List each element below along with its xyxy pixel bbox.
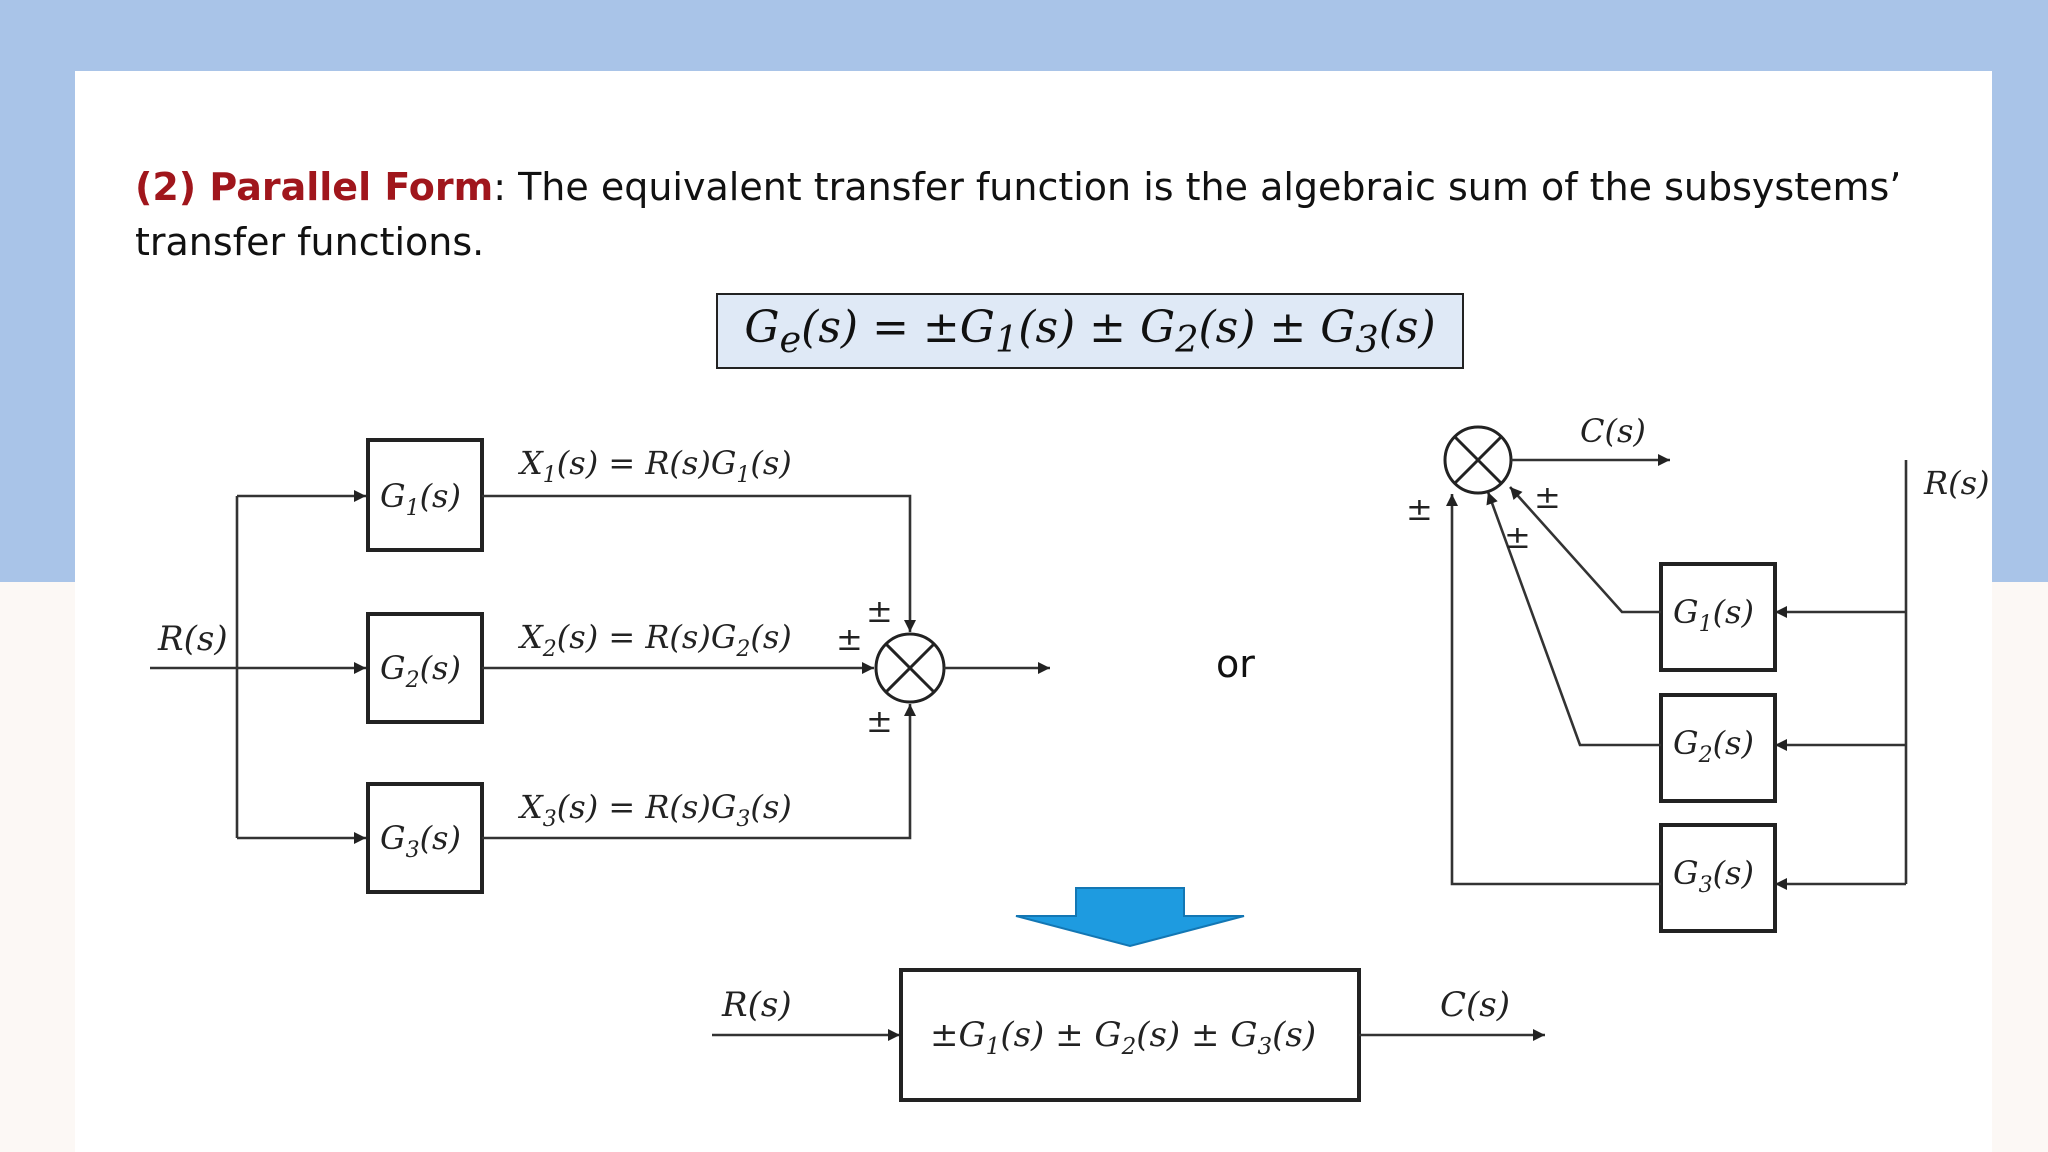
result-input-label: R(s) [721,985,792,1025]
branch-label-x1: X1(s) = R(s)G1(s) [517,444,792,488]
branch-label-x3: X3(s) = R(s)G3(s) [517,788,792,832]
right-sign-right: ± [1534,478,1561,516]
left-sign-bottom: ± [866,702,893,740]
right-block-g3-label: G3(s) [1673,854,1754,898]
intro-paragraph: (2) Parallel Form: The equivalent transf… [135,160,1965,270]
branch-label-x2: X2(s) = R(s)G2(s) [517,618,792,662]
right-block-g1-label: G1(s) [1673,593,1754,637]
right-sign-left: ± [1406,490,1433,528]
result-block [899,968,1361,1102]
left-block-g1 [366,438,484,552]
heading-body: : The equivalent transfer function is th… [135,165,1902,264]
left-sign-mid: ± [836,620,863,658]
x1-path [482,494,916,632]
right-g3-feed [1446,494,1661,886]
x3-path [482,704,916,840]
result-diagram: R(s) ±G1(s) ± G2(s) ± G3(s) C(s) [712,968,1545,1102]
left-block-g3-label: G3(s) [380,819,461,863]
right-block-g2 [1659,693,1777,803]
left-block-g2-label: G2(s) [380,649,461,693]
right-output-label: C(s) [1580,412,1646,450]
summing-junction-icon [874,632,946,704]
right-parallel-diagram: R(s) G1(s) G2(s) G3(s) ± ± ± C(s) [1406,412,1989,933]
left-sign-top: ± [866,592,893,630]
right-g2-feed [1486,491,1661,747]
left-parallel-diagram: R(s) G1(s) G2(s) G3(s) X1(s) = R(s)G1(s)… [150,438,1050,894]
result-output-label: C(s) [1440,985,1510,1025]
left-block-g2 [366,612,484,724]
equivalent-formula: Ge(s) = ±G1(s) ± G2(s) ± G3(s) [744,301,1436,361]
summing-junction-icon [1443,425,1513,495]
right-block-g3 [1659,823,1777,933]
down-arrow-icon [1015,887,1245,948]
heading-label: (2) Parallel Form [135,165,494,209]
equivalent-formula-box: Ge(s) = ±G1(s) ± G2(s) ± G3(s) [716,293,1464,369]
right-block-g1 [1659,562,1777,672]
or-label: or [1216,642,1255,686]
right-input-label: R(s) [1923,464,1989,502]
right-sign-mid: ± [1504,518,1531,556]
right-g1-feed [1509,486,1661,614]
right-block-g2-label: G2(s) [1673,724,1754,768]
left-block-g1-label: G1(s) [380,477,461,521]
left-input-label: R(s) [157,619,228,659]
